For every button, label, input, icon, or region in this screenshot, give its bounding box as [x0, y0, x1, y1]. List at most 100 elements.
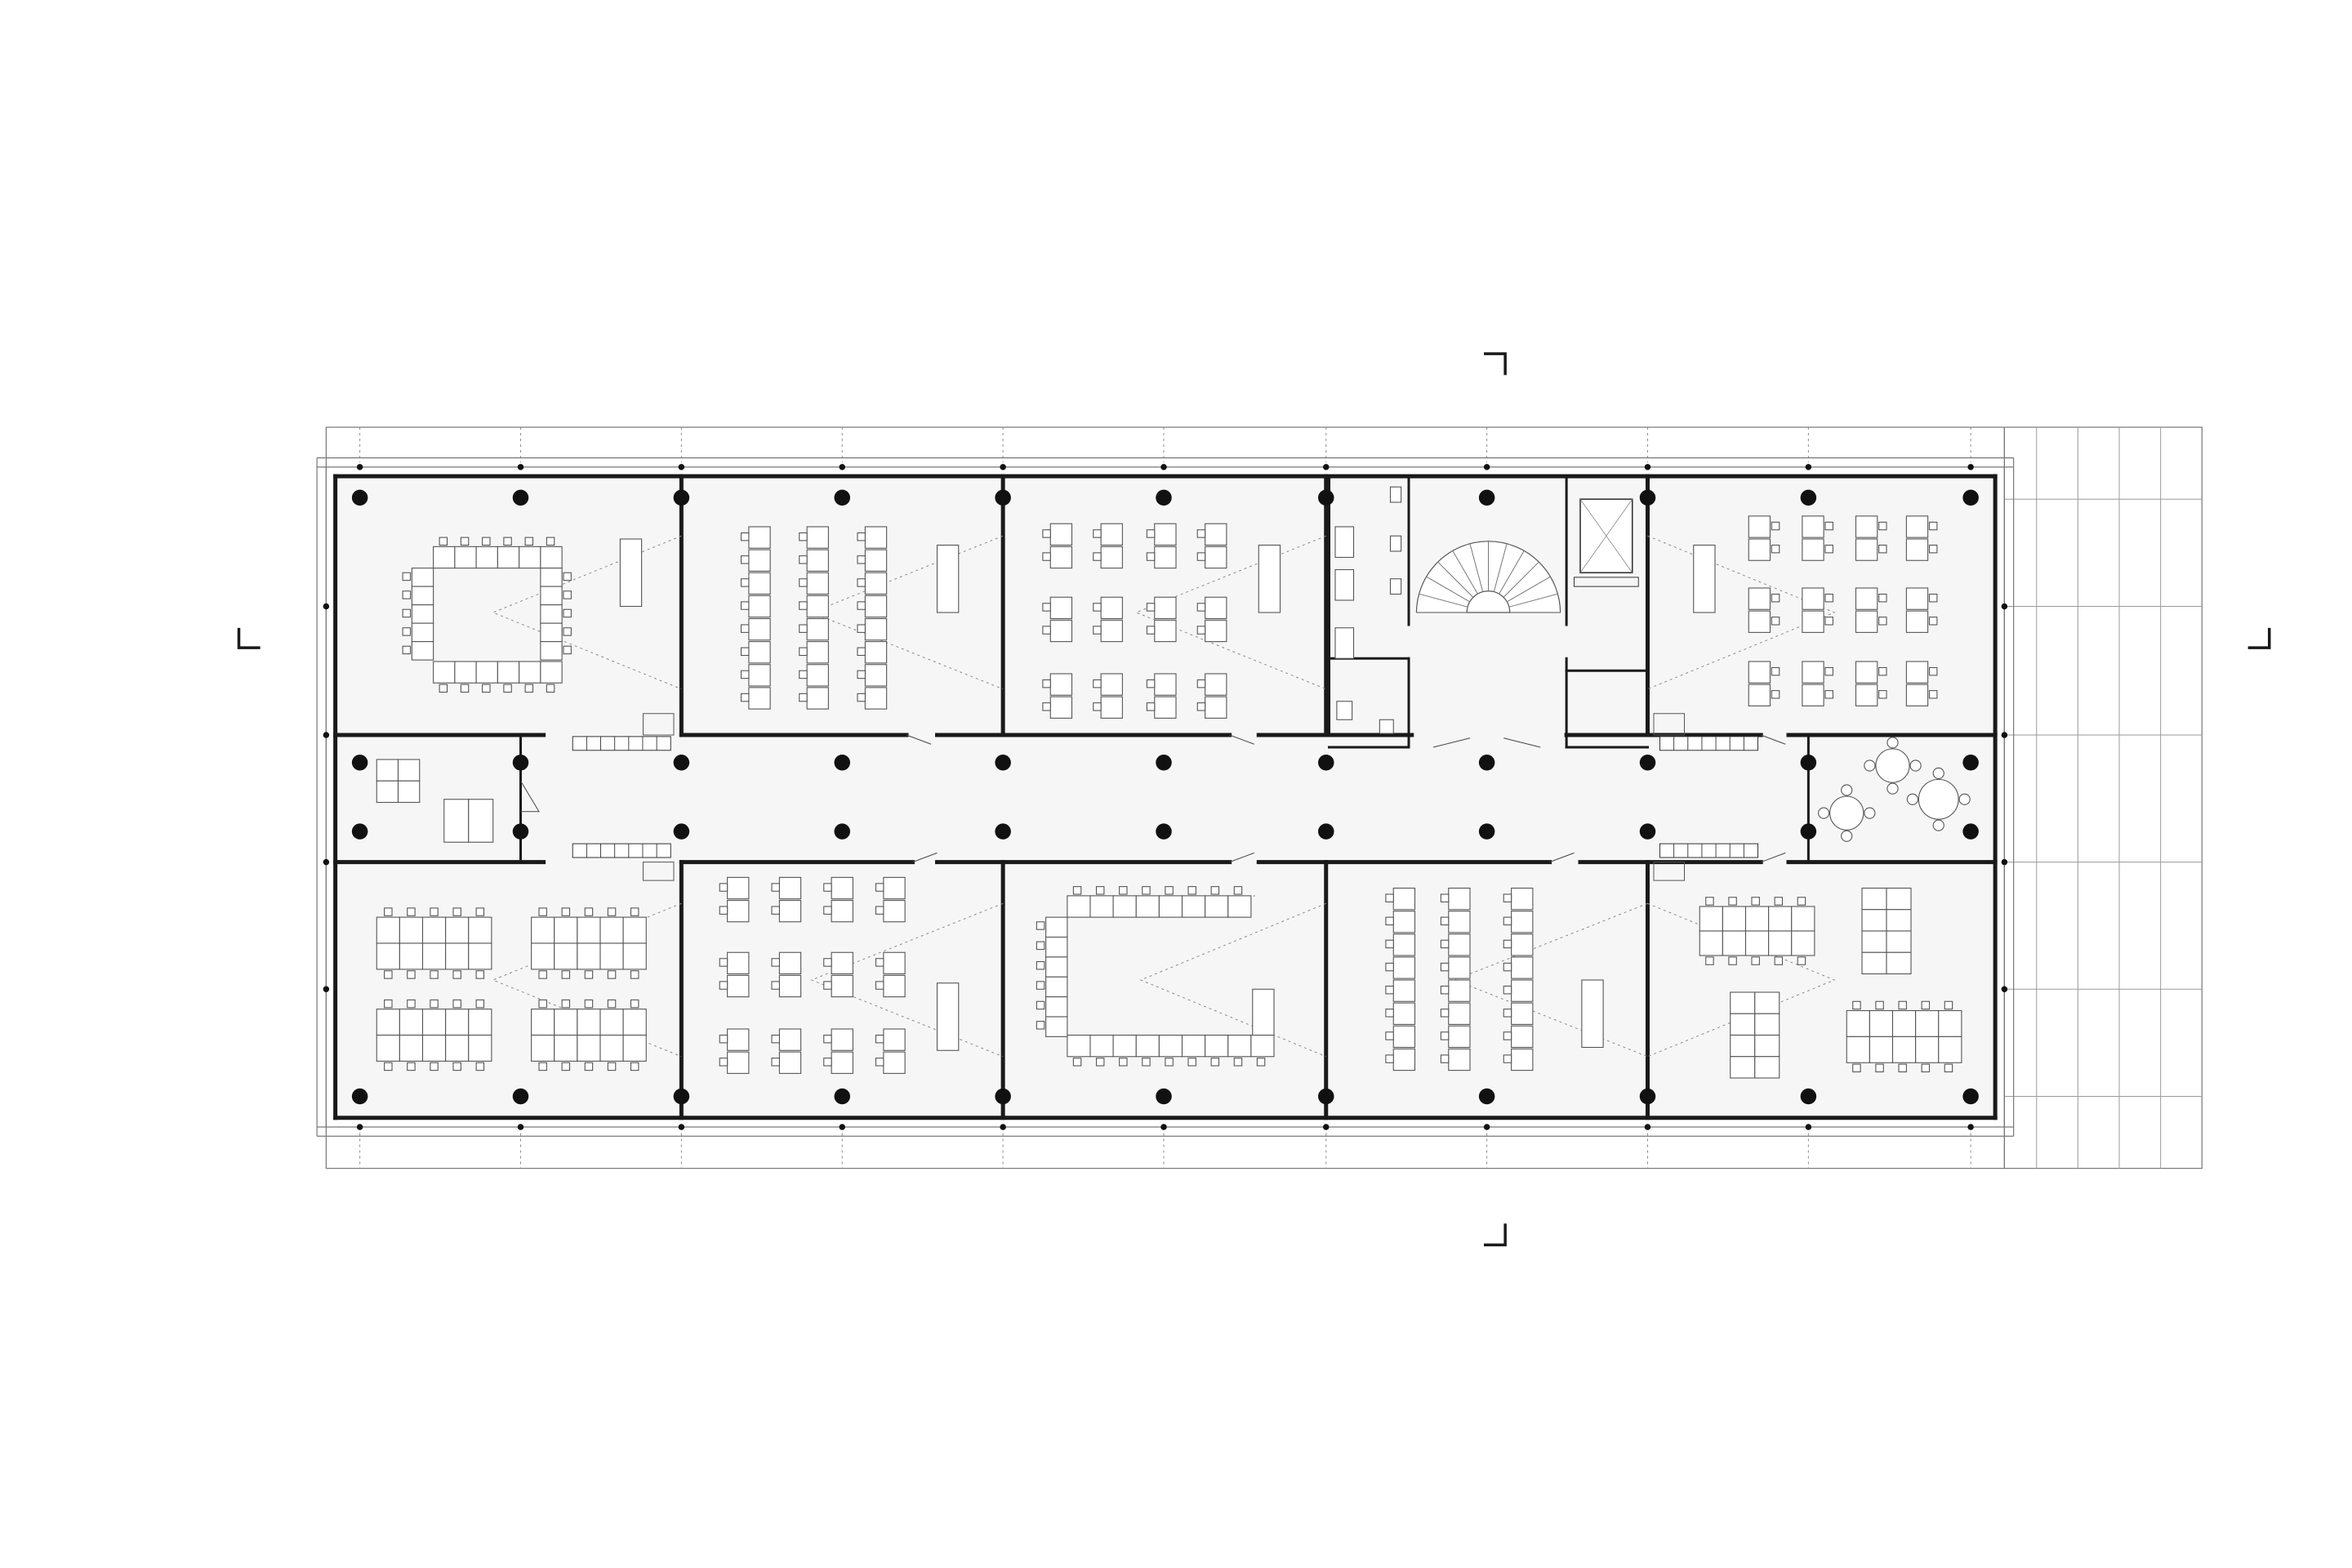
- chair: [1146, 679, 1156, 688]
- chair: [1196, 679, 1206, 688]
- block-desk: [577, 1034, 601, 1062]
- chair: [475, 1062, 485, 1071]
- desk: [727, 951, 750, 975]
- toilet-fixture: [1336, 701, 1353, 720]
- chair: [857, 624, 866, 633]
- desk: [778, 899, 802, 923]
- chair: [1440, 1031, 1450, 1040]
- desk: [1205, 546, 1227, 569]
- chair: [771, 883, 780, 892]
- desk: [1112, 1034, 1137, 1058]
- column: [1318, 1088, 1334, 1105]
- desk: [1045, 976, 1068, 998]
- chair: [563, 590, 572, 599]
- column: [1156, 1088, 1172, 1105]
- facade-post: [678, 1124, 685, 1130]
- chair: [823, 883, 832, 892]
- sightline: [1647, 902, 1836, 1058]
- tribune-steps: [572, 843, 671, 858]
- facade-post: [2001, 986, 2008, 992]
- chair: [875, 883, 884, 892]
- chair: [1119, 886, 1128, 895]
- round-table: [1875, 748, 1910, 783]
- chair: [538, 1062, 547, 1071]
- chair: [857, 670, 866, 679]
- desk: [1205, 523, 1227, 546]
- chair: [1503, 1054, 1512, 1063]
- column: [995, 1088, 1011, 1105]
- desk: [1869, 1009, 1894, 1037]
- chair: [1728, 956, 1737, 965]
- desk: [433, 661, 456, 684]
- block-desk: [421, 1009, 447, 1036]
- desk: [1448, 887, 1471, 911]
- desk: [1448, 1002, 1471, 1025]
- chair: [1095, 886, 1105, 895]
- chair: [630, 1062, 639, 1071]
- washbasin: [1389, 578, 1402, 595]
- chair: [719, 1058, 728, 1067]
- desk: [1089, 1034, 1114, 1058]
- chair: [1440, 1009, 1450, 1018]
- block-desk: [577, 942, 601, 970]
- chair: [1210, 1058, 1220, 1067]
- teacher-desk: [619, 538, 643, 608]
- chair: [538, 907, 547, 916]
- desk: [519, 546, 541, 569]
- desk: [433, 546, 456, 569]
- desk: [727, 1028, 750, 1051]
- chair: [1042, 626, 1051, 635]
- chair: [1841, 784, 1853, 796]
- block-desk: [554, 942, 578, 970]
- chair: [1852, 1063, 1861, 1073]
- block-desk: [421, 942, 447, 970]
- chair: [475, 970, 485, 979]
- facade-post: [1483, 464, 1490, 470]
- block-desk: [599, 1034, 624, 1062]
- desk: [1791, 906, 1815, 932]
- chair: [1878, 666, 1887, 676]
- facade-post: [839, 1124, 845, 1130]
- desk: [883, 899, 906, 923]
- chair: [430, 999, 439, 1009]
- chair: [1093, 702, 1102, 711]
- chair: [857, 532, 866, 541]
- step-landing: [643, 862, 675, 881]
- chair: [503, 537, 512, 546]
- block-desk: [531, 942, 555, 970]
- desk: [1100, 546, 1123, 569]
- block-desk: [445, 1034, 470, 1062]
- desk: [1768, 930, 1793, 956]
- desk: [1730, 1013, 1756, 1036]
- section-marker-bottom: [1484, 1223, 1507, 1247]
- chair: [1503, 916, 1512, 926]
- desk: [748, 526, 771, 549]
- chair: [384, 970, 393, 979]
- desk: [1448, 1025, 1471, 1049]
- desk: [1754, 1034, 1780, 1058]
- column: [1962, 489, 1979, 506]
- chair: [1705, 897, 1714, 906]
- chair: [563, 627, 572, 636]
- lounge-table: [397, 759, 421, 782]
- chair: [1385, 893, 1394, 902]
- facade-post: [1160, 1124, 1167, 1130]
- facade-post: [323, 603, 330, 610]
- desk: [1905, 515, 1929, 538]
- desk: [1754, 1013, 1780, 1036]
- desk: [727, 1051, 750, 1074]
- desk: [1748, 610, 1771, 633]
- column: [351, 1088, 368, 1105]
- step-landing: [643, 713, 675, 736]
- facade-post: [1323, 1124, 1330, 1130]
- desk: [748, 572, 771, 595]
- facade-post: [323, 732, 330, 738]
- desk: [883, 876, 906, 900]
- washbasin: [1389, 486, 1402, 503]
- desk: [1392, 933, 1416, 956]
- chair: [719, 958, 728, 967]
- desk: [1886, 909, 1912, 932]
- desk: [1158, 1034, 1183, 1058]
- structural-columns: [323, 464, 2008, 1130]
- chair: [561, 970, 571, 979]
